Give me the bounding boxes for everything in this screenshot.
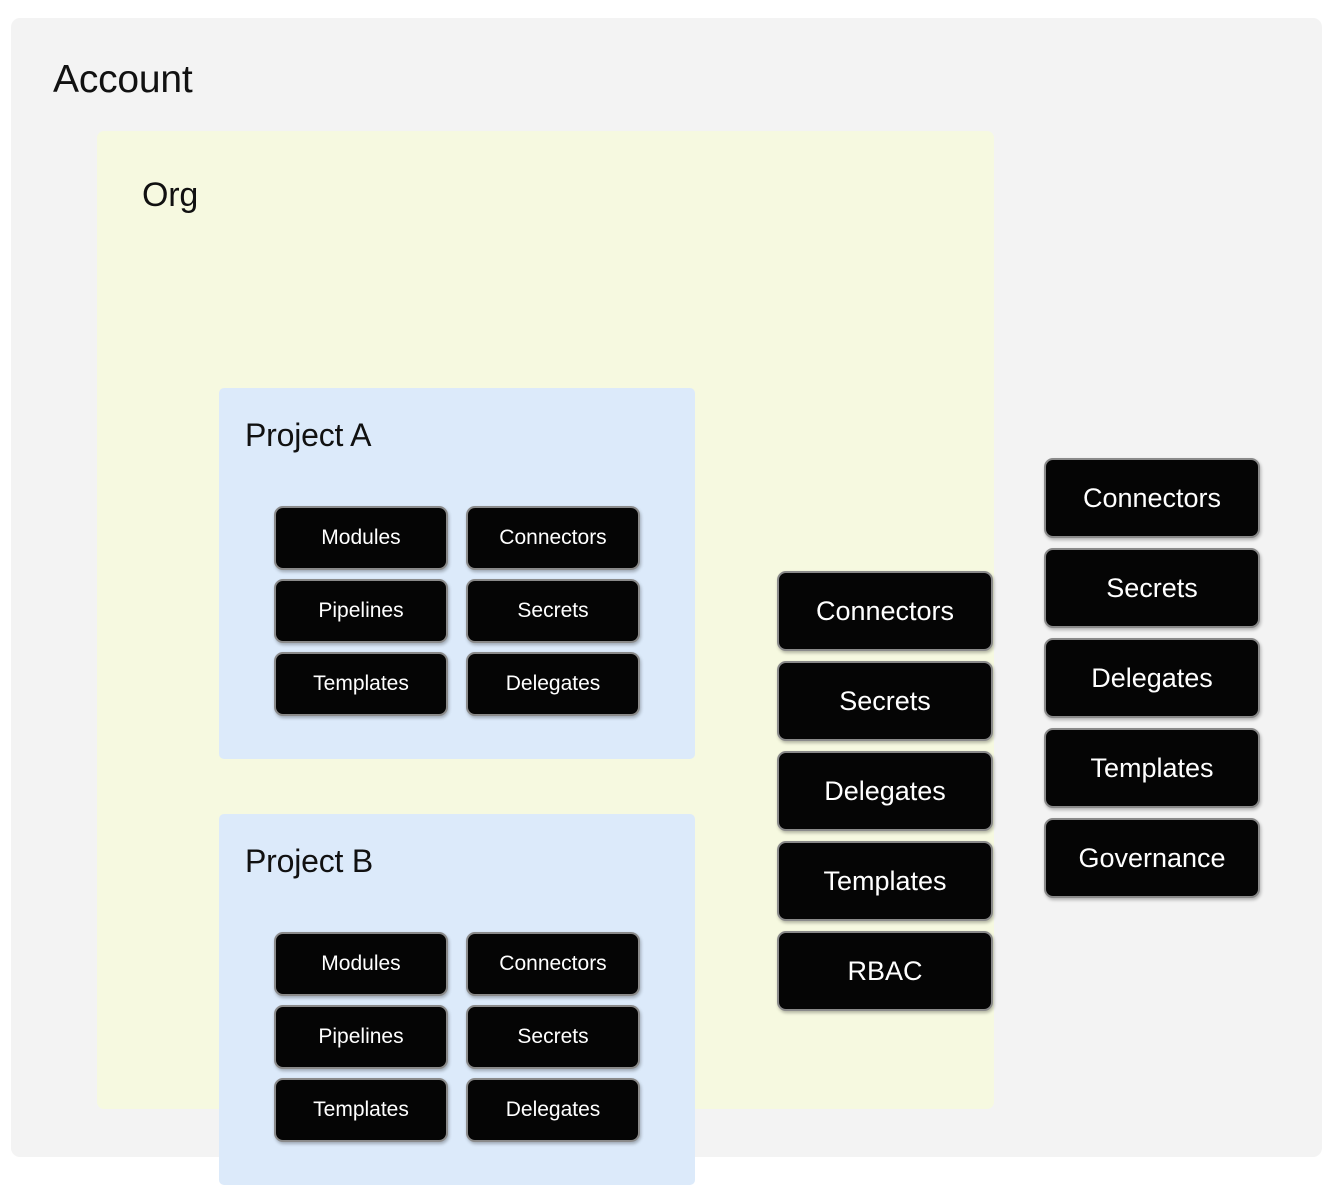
chip-label: Modules [321, 526, 401, 549]
org-resource-delegates[interactable]: Delegates [777, 751, 993, 831]
chip-label: Delegates [824, 775, 946, 806]
project-a-container: Project A Modules Pipelines Templates Co… [219, 388, 695, 759]
project-a-resource-delegates[interactable]: Delegates [466, 652, 640, 716]
chip-label: Connectors [499, 952, 607, 975]
account-title: Account [53, 58, 193, 101]
account-resource-delegates[interactable]: Delegates [1044, 638, 1260, 718]
account-resource-secrets[interactable]: Secrets [1044, 548, 1260, 628]
chip-label: Pipelines [318, 1025, 404, 1048]
org-resource-secrets[interactable]: Secrets [777, 661, 993, 741]
org-title: Org [142, 176, 199, 214]
project-b-resource-connectors[interactable]: Connectors [466, 932, 640, 996]
chip-label: Connectors [1082, 482, 1222, 513]
project-b-resource-templates[interactable]: Templates [274, 1078, 448, 1142]
chip-label: Delegates [505, 1098, 601, 1121]
chip-label: Delegates [1091, 662, 1213, 693]
project-b-title: Project B [245, 843, 374, 879]
project-a-resource-secrets[interactable]: Secrets [466, 579, 640, 643]
account-resource-connectors[interactable]: Connectors [1044, 458, 1260, 538]
project-b-resource-pipelines[interactable]: Pipelines [274, 1005, 448, 1069]
project-a-resource-pipelines[interactable]: Pipelines [274, 579, 448, 643]
project-a-title: Project A [245, 417, 372, 453]
account-resource-governance[interactable]: Governance [1044, 818, 1260, 898]
org-resource-templates[interactable]: Templates [777, 841, 993, 921]
chip-label: Templates [823, 865, 947, 896]
chip-label: Templates [313, 672, 409, 695]
account-resource-templates[interactable]: Templates [1044, 728, 1260, 808]
chip-label: Templates [1090, 752, 1214, 783]
chip-label: Pipelines [318, 599, 404, 622]
org-resource-stack: Connectors Secrets Delegates Templates R… [777, 571, 993, 1011]
org-resource-connectors[interactable]: Connectors [777, 571, 993, 651]
project-b-container: Project B Modules Pipelines Templates Co… [219, 814, 695, 1185]
project-a-resource-templates[interactable]: Templates [274, 652, 448, 716]
project-b-resource-delegates[interactable]: Delegates [466, 1078, 640, 1142]
chip-label: Delegates [505, 672, 601, 695]
chip-label: Modules [321, 952, 401, 975]
project-a-resource-connectors[interactable]: Connectors [466, 506, 640, 570]
chip-label: Connectors [499, 526, 607, 549]
project-a-resource-modules[interactable]: Modules [274, 506, 448, 570]
account-scope-container: Account Org Project A Modules Pipelines … [11, 18, 1322, 1185]
project-b-resource-modules[interactable]: Modules [274, 932, 448, 996]
project-b-resource-secrets[interactable]: Secrets [466, 1005, 640, 1069]
chip-label: Governance [1078, 842, 1226, 873]
chip-label: Secrets [517, 599, 589, 622]
org-resource-rbac[interactable]: RBAC [777, 931, 993, 1011]
chip-label: Secrets [1106, 572, 1198, 603]
chip-label: Templates [313, 1098, 409, 1121]
account-resource-stack: Connectors Secrets Delegates Templates G… [1044, 458, 1260, 898]
chip-label: Secrets [517, 1025, 589, 1048]
chip-label: Secrets [839, 685, 931, 716]
org-scope-container: Org Project A Modules Pipelines Template… [97, 131, 994, 1185]
chip-label: Connectors [815, 595, 955, 626]
chip-label: RBAC [847, 955, 923, 986]
